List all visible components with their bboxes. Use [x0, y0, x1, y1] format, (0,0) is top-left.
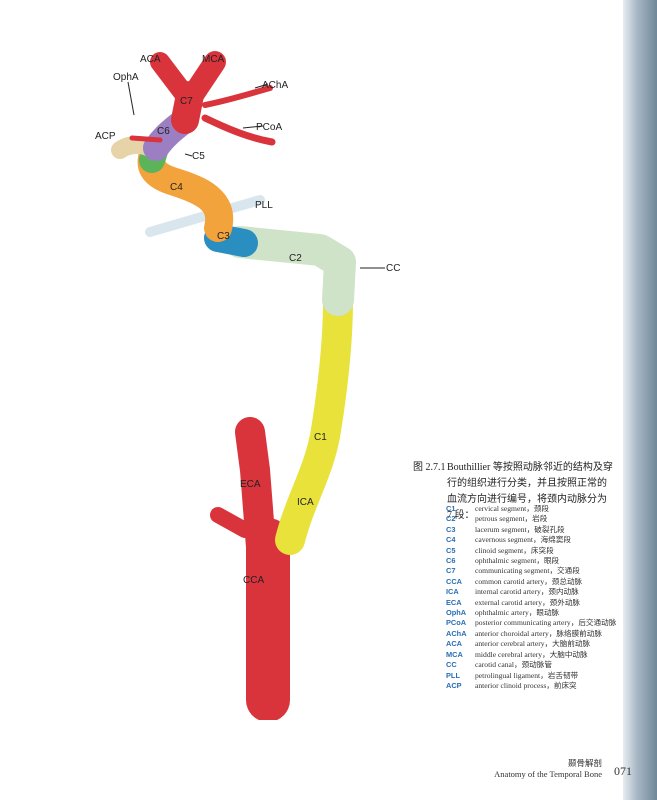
legend-abbr: C4: [446, 535, 456, 545]
label-cc: CC: [386, 263, 400, 274]
label-c1: C1: [314, 432, 327, 443]
legend-item: C3 lacerum segment，破裂孔段: [446, 525, 616, 535]
legend-abbr: C6: [446, 556, 456, 566]
legend-item: AChA anterior choroidal artery，脉络膜前动脉: [446, 629, 616, 639]
legend-desc: communicating segment，交通段: [475, 566, 580, 576]
label-eca: ECA: [240, 479, 261, 490]
legend-desc: anterior clinoid process，前床突: [475, 680, 577, 690]
figure-number: 图 2.7.1: [413, 462, 446, 473]
legend-desc: petrolingual ligament，岩舌韧带: [475, 670, 579, 680]
label-acp: ACP: [95, 131, 116, 142]
legend-abbr: CC: [446, 660, 457, 670]
legend-item: C4 cavernous segment，海绵窦段: [446, 535, 616, 545]
label-c4: C4: [170, 182, 183, 193]
legend-desc: cavernous segment，海绵窦段: [475, 535, 571, 545]
legend-desc: lacerum segment，破裂孔段: [475, 524, 565, 534]
abbreviation-legend: C1 cervical segment，颈段 C2 petrous segment，岩…: [446, 504, 616, 691]
label-c6: C6: [157, 126, 170, 137]
label-c7: C7: [180, 96, 193, 107]
legend-item: OphA ophthalmic artery，眼动脉: [446, 608, 616, 618]
legend-abbr: C5: [446, 545, 456, 555]
legend-desc: internal carotid artery，颈内动脉: [475, 587, 579, 597]
legend-item: MCA middle cerebral artery，大脑中动脉: [446, 650, 616, 660]
label-mca: MCA: [202, 54, 225, 65]
legend-item: ECA external carotid artery，颈外动脉: [446, 598, 616, 608]
legend-abbr: PLL: [446, 670, 460, 680]
legend-desc: posterior communicating artery，后交通动脉: [475, 618, 617, 628]
legend-desc: ophthalmic segment，眼段: [475, 556, 560, 566]
footer-title-en: Anatomy of the Temporal Bone: [494, 769, 602, 779]
label-acha: AChA: [262, 80, 288, 91]
carotid-artery-illustration: ACA MCA AChA C7 OphA C6 PCoA ACP C5 C4 P…: [95, 51, 400, 720]
label-ica: ICA: [297, 497, 314, 508]
figure-caption: 图 2.7.1 Bouthillier 等按照动脉邻近的结构及穿行的组织进行分类…: [413, 460, 613, 524]
legend-abbr: ECA: [446, 597, 462, 607]
legend-desc: petrous segment，岩段: [475, 514, 548, 524]
label-opha: OphA: [113, 72, 139, 83]
label-cca: CCA: [243, 575, 264, 586]
caption-text: Bouthillier 等按照动脉邻近的结构及穿行的组织进行分类，并且按照正常的…: [447, 462, 613, 521]
legend-item: PCoA posterior communicating artery，后交通动脉: [446, 618, 616, 628]
page-edge-band: [623, 0, 657, 800]
legend-item: PLL petrolingual ligament，岩舌韧带: [446, 671, 616, 681]
legend-desc: ophthalmic artery，眼动脉: [475, 608, 560, 618]
page-number: 071: [614, 764, 632, 778]
legend-abbr: C7: [446, 566, 456, 576]
legend-abbr: MCA: [446, 649, 463, 659]
legend-abbr: AChA: [446, 628, 467, 638]
label-pcoa: PCoA: [256, 122, 282, 133]
legend-item: C2 petrous segment，岩段: [446, 514, 616, 524]
aca-vessel: [150, 52, 195, 105]
running-footer: 颞骨解剖 Anatomy of the Temporal Bone: [494, 758, 602, 780]
legend-abbr: OphA: [446, 608, 467, 618]
legend-abbr: PCoA: [446, 618, 467, 628]
legend-desc: common carotid artery，颈总动脉: [475, 576, 583, 586]
legend-desc: anterior choroidal artery，脉络膜前动脉: [475, 628, 602, 638]
legend-item: C7 communicating segment，交通段: [446, 566, 616, 576]
legend-abbr: C1: [446, 504, 456, 513]
legend-item: ICA internal carotid artery，颈内动脉: [446, 587, 616, 597]
legend-item: CC carotid canal，颈动脉管: [446, 660, 616, 670]
label-c5: C5: [192, 151, 205, 162]
footer-title-cn: 颞骨解剖: [567, 758, 602, 768]
legend-desc: external carotid artery，颈外动脉: [475, 597, 581, 607]
legend-desc: carotid canal，颈动脉管: [475, 660, 552, 670]
legend-item: C5 clinoid segment，床突段: [446, 546, 616, 556]
legend-abbr: ACA: [446, 639, 463, 649]
legend-abbr: ICA: [446, 587, 459, 597]
acha-vessel: [202, 85, 273, 108]
c2-vessel: [224, 226, 356, 316]
legend-abbr: C3: [446, 524, 456, 534]
legend-desc: cervical segment，颈段: [475, 504, 550, 513]
eca-branch: [210, 507, 253, 538]
c1-vessel: [275, 285, 353, 555]
label-pll: PLL: [255, 200, 273, 211]
legend-abbr: CCA: [446, 576, 463, 586]
pcoa-vessel: [201, 114, 276, 146]
legend-desc: clinoid segment，床突段: [475, 545, 554, 555]
legend-desc: middle cerebral artery，大脑中动脉: [475, 649, 588, 659]
legend-desc: anterior cerebral artery，大脑前动脉: [475, 639, 591, 649]
legend-item: C6 ophthalmic segment，眼段: [446, 556, 616, 566]
mca-vessel: [182, 51, 226, 106]
legend-item: CCA common carotid artery，颈总动脉: [446, 577, 616, 587]
label-c2: C2: [289, 253, 302, 264]
legend-abbr: C2: [446, 514, 456, 524]
legend-item: C1 cervical segment，颈段: [446, 504, 616, 514]
opha-vessel: [129, 135, 163, 143]
legend-item: ACA anterior cerebral artery，大脑前动脉: [446, 639, 616, 649]
label-aca: ACA: [140, 54, 161, 65]
legend-abbr: ACP: [446, 680, 462, 690]
legend-item: ACP anterior clinoid process，前床突: [446, 681, 616, 691]
label-c3: C3: [217, 231, 230, 242]
